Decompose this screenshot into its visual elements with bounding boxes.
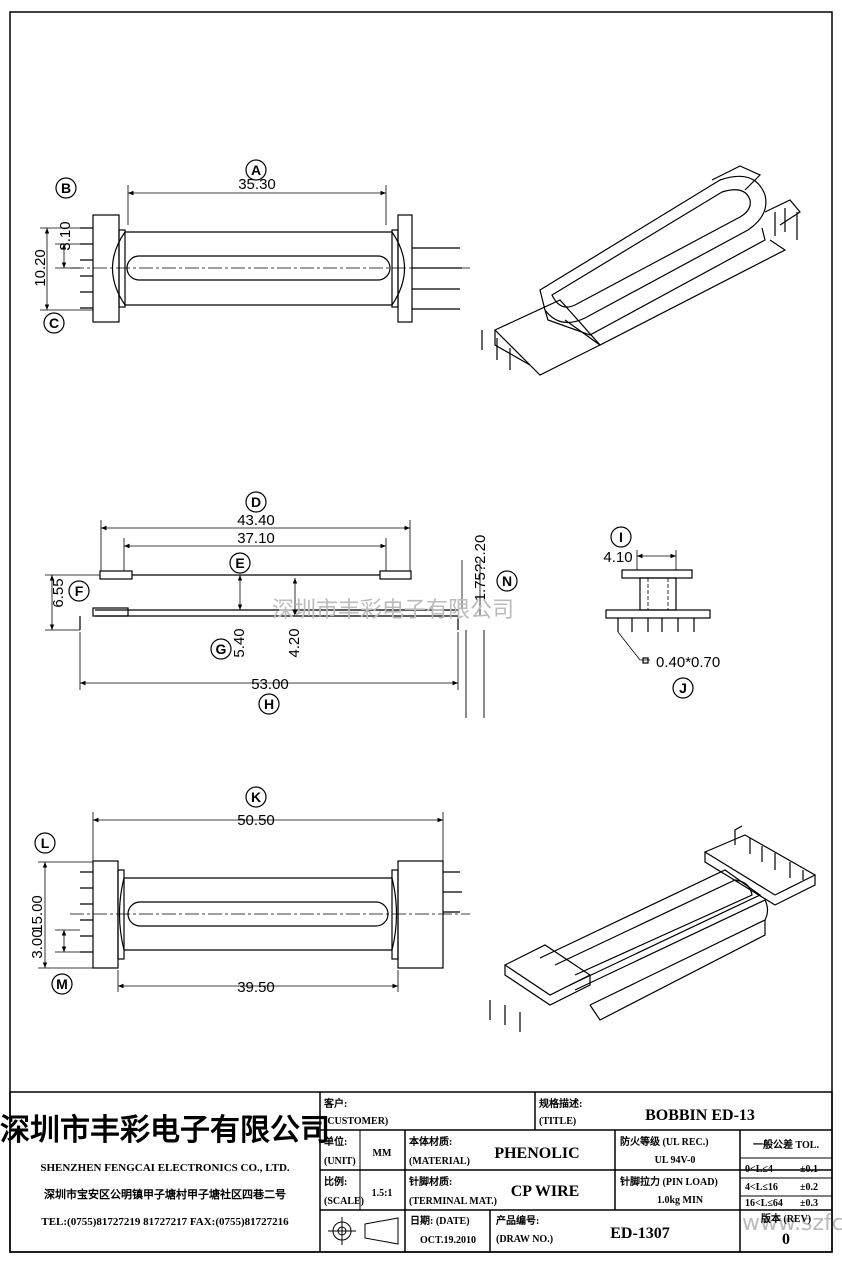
pinload-value: 1.0kg MIN xyxy=(657,1195,704,1206)
callout-l: L xyxy=(41,835,50,851)
isometric-view-1 xyxy=(481,165,801,376)
ul-label: 防火等级 (UL REC.) xyxy=(620,1135,709,1148)
side-view xyxy=(45,491,518,718)
terminal-value: CP WIRE xyxy=(511,1183,580,1200)
scale-label-cn: 比例: xyxy=(324,1175,347,1188)
dim-b-value: 3.10 xyxy=(57,221,74,250)
callout-h: H xyxy=(264,696,274,712)
dim-k-value: 50.50 xyxy=(237,812,275,829)
callout-g: G xyxy=(216,641,227,657)
unit-value: MM xyxy=(373,1148,392,1159)
dim-h2-value: 4.20 xyxy=(286,628,303,657)
company-address: 深圳市宝安区公明镇甲子塘村甲子塘社区四巷二号 xyxy=(44,1187,286,1201)
drawno-label-en: (DRAW NO.) xyxy=(496,1234,553,1245)
isometric-view-2 xyxy=(489,825,817,1032)
tol-range-2: 4<L≤16 xyxy=(745,1182,778,1193)
tol-range-3: 16<L≤64 xyxy=(745,1198,783,1209)
unit-label-cn: 单位: xyxy=(324,1135,347,1148)
ul-value: UL 94V-0 xyxy=(655,1155,696,1166)
title-block xyxy=(9,1091,833,1253)
company-name-en: SHENZHEN FENGCAI ELECTRONICS CO., LTD. xyxy=(40,1162,290,1174)
callout-i: I xyxy=(619,529,623,545)
tol-value-1: ±0.1 xyxy=(800,1164,818,1175)
end-view xyxy=(605,526,711,699)
unit-label-en: (UNIT) xyxy=(324,1156,356,1167)
drawno-label-cn: 产品编号: xyxy=(496,1214,539,1227)
terminal-label-en: (TERMINAL MAT.) xyxy=(409,1196,497,1207)
dim-d-value: 43.40 xyxy=(237,512,275,529)
material-value: PHENOLIC xyxy=(494,1145,579,1162)
scale-label-en: (SCALE) xyxy=(324,1196,364,1207)
callout-b: B xyxy=(61,180,71,196)
rev-value: 0 xyxy=(782,1231,790,1248)
customer-label-en: (CUSTOMER) xyxy=(324,1116,388,1127)
drawno-value: ED-1307 xyxy=(610,1225,670,1242)
callout-j: J xyxy=(679,680,687,696)
material-label-cn: 本体材质: xyxy=(409,1135,452,1148)
callout-k: K xyxy=(251,789,261,805)
projection-symbol xyxy=(328,1217,399,1245)
sheet-border xyxy=(9,11,833,1253)
callout-d: D xyxy=(251,494,261,510)
callout-a: A xyxy=(251,162,261,178)
dim-f-value: 6.55 xyxy=(50,578,67,607)
callout-e: E xyxy=(235,555,244,571)
dim-a-value: 35.30 xyxy=(238,176,276,193)
title-label-en: (TITLE) xyxy=(539,1116,576,1127)
dim-g-value: 5.40 xyxy=(231,628,248,657)
tol-value-2: ±0.2 xyxy=(800,1182,818,1193)
company-name-cn: 深圳市丰彩电子有限公司 xyxy=(0,1113,330,1147)
dim-l-value: 15.00 xyxy=(29,895,46,933)
callout-n: N xyxy=(502,573,512,589)
callout-c: C xyxy=(49,315,59,331)
callout-f: F xyxy=(75,583,84,599)
tol-value-3: ±0.3 xyxy=(800,1198,818,1209)
top-view xyxy=(40,159,470,334)
scale-value: 1.5:1 xyxy=(372,1188,393,1199)
title-value: BOBBIN ED-13 xyxy=(645,1107,755,1124)
material-label-en: (MATERIAL) xyxy=(409,1156,470,1167)
dim-h-value: 53.00 xyxy=(251,676,289,693)
watermark-url: www.szfc.cn xyxy=(742,1211,842,1236)
date-value: OCT.19.2010 xyxy=(420,1235,476,1246)
watermark: 深圳市丰彩电子有限公司 xyxy=(272,598,514,623)
dim-c-value: 10.20 xyxy=(32,249,49,287)
dim-bottom-value: 39.50 xyxy=(237,979,275,996)
dim-n-value: 1.75?2.20 xyxy=(472,535,489,602)
tolerance-header: 一般公差 TOL. xyxy=(753,1138,819,1151)
rev-label: 版本 (REV) xyxy=(761,1212,811,1225)
company-phone: TEL:(0755)81727219 81727217 FAX:(0755)81… xyxy=(41,1216,289,1228)
dim-i-value: 4.10 xyxy=(603,549,632,566)
pinload-label: 针脚拉力 (PIN LOAD) xyxy=(620,1175,718,1188)
dim-m-value: 3.00 xyxy=(29,929,46,958)
dim-j-value: 0.40*0.70 xyxy=(656,654,720,671)
dim-e-value: 37.10 xyxy=(237,530,275,547)
callout-m: M xyxy=(56,976,68,992)
terminal-label-cn: 针脚材质: xyxy=(409,1175,452,1188)
title-label-cn: 规格描述: xyxy=(539,1097,582,1110)
bottom-view xyxy=(34,786,470,995)
date-label: 日期: (DATE) xyxy=(410,1214,470,1227)
customer-label-cn: 客户: xyxy=(323,1097,347,1110)
tol-range-1: 0<L≤4 xyxy=(745,1164,773,1175)
